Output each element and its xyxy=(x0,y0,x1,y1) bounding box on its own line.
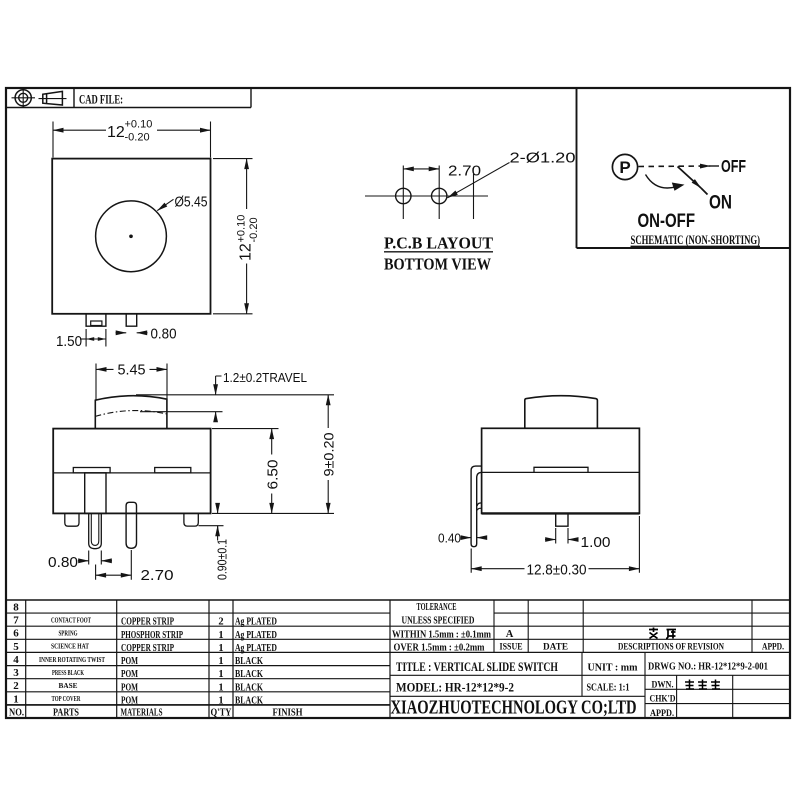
svg-text:6: 6 xyxy=(13,628,19,640)
svg-text:NO.: NO. xyxy=(9,707,24,718)
svg-text:4: 4 xyxy=(13,654,19,666)
svg-text:A: A xyxy=(506,629,514,640)
svg-text:DESCRIPTIONS OF REVISION: DESCRIPTIONS OF REVISION xyxy=(618,643,724,653)
svg-text:PHOSPHOR STRIP: PHOSPHOR STRIP xyxy=(121,630,183,641)
svg-text:BLACK: BLACK xyxy=(235,669,263,680)
svg-text:BLACK: BLACK xyxy=(235,656,263,667)
svg-text:DRWG NO.: HR-12*12*9-2-001: DRWG NO.: HR-12*12*9-2-001 xyxy=(648,662,768,673)
svg-text:2-Ø1.20: 2-Ø1.20 xyxy=(510,150,576,167)
svg-text:POM: POM xyxy=(121,682,138,693)
svg-text:SCHEMATIC (NON-SHORTING): SCHEMATIC (NON-SHORTING) xyxy=(631,233,761,247)
svg-text:OVER 1.5mm : ±0.2mm: OVER 1.5mm : ±0.2mm xyxy=(394,642,486,653)
svg-text:PARTS: PARTS xyxy=(53,706,79,718)
svg-text:1: 1 xyxy=(218,630,223,641)
svg-text:Ag PLATED: Ag PLATED xyxy=(235,643,277,654)
svg-text:9±0.20: 9±0.20 xyxy=(321,432,337,476)
svg-text:1: 1 xyxy=(13,693,19,705)
svg-text:1: 1 xyxy=(218,656,223,667)
svg-text:P.C.B LAYOUT: P.C.B LAYOUT xyxy=(384,234,493,253)
svg-text:ON-OFF: ON-OFF xyxy=(638,210,696,232)
svg-text:CHK'D: CHK'D xyxy=(650,694,676,704)
svg-text:Ø5.45: Ø5.45 xyxy=(175,194,208,211)
svg-text:WITHIN 1.5mm : ±0.1mm: WITHIN 1.5mm : ±0.1mm xyxy=(392,629,492,640)
svg-text:1: 1 xyxy=(218,643,223,654)
svg-text:TOLERANCE: TOLERANCE xyxy=(417,602,457,613)
svg-text:MATERIALS: MATERIALS xyxy=(121,706,163,718)
svg-text:7: 7 xyxy=(13,615,19,627)
svg-text:APPD.: APPD. xyxy=(762,643,784,653)
svg-text:BLACK: BLACK xyxy=(235,682,263,693)
svg-text:PRESS BLACK: PRESS BLACK xyxy=(52,668,84,677)
svg-text:2: 2 xyxy=(218,617,223,628)
svg-text:1.2±0.2TRAVEL: 1.2±0.2TRAVEL xyxy=(223,370,307,385)
svg-text:DATE: DATE xyxy=(543,643,568,653)
svg-text:SCALE: 1:1: SCALE: 1:1 xyxy=(587,682,630,693)
svg-text:12.8±0.30: 12.8±0.30 xyxy=(527,562,587,578)
svg-text:Q'TY: Q'TY xyxy=(211,707,232,718)
svg-text:POM: POM xyxy=(121,695,138,706)
svg-text:1: 1 xyxy=(218,695,223,706)
svg-text:3: 3 xyxy=(13,667,19,679)
svg-text:2.70: 2.70 xyxy=(141,567,174,584)
svg-text:UNLESS SPECIFIED: UNLESS SPECIFIED xyxy=(402,616,475,627)
svg-text:OFF: OFF xyxy=(721,156,746,176)
svg-text:1.50: 1.50 xyxy=(56,333,82,350)
svg-text:SCIENCE HAT: SCIENCE HAT xyxy=(51,642,89,651)
svg-text:-0.20: -0.20 xyxy=(125,132,150,144)
svg-text:6.50: 6.50 xyxy=(265,460,282,490)
svg-text:Ag PLATED: Ag PLATED xyxy=(235,630,277,641)
svg-text:COPPER STRIP: COPPER STRIP xyxy=(121,643,174,654)
svg-text:2.70: 2.70 xyxy=(448,163,481,180)
svg-text:1.00: 1.00 xyxy=(581,534,611,551)
svg-text:UNIT : mm: UNIT : mm xyxy=(588,662,638,673)
svg-text:0.40: 0.40 xyxy=(438,530,461,545)
svg-text:CONTACT FOOT: CONTACT FOOT xyxy=(51,616,91,625)
svg-text:COPPER STRIP: COPPER STRIP xyxy=(121,617,174,628)
svg-text:ON: ON xyxy=(709,193,732,214)
svg-text:TITLE : VERTICAL SLIDE SWITCH: TITLE : VERTICAL SLIDE SWITCH xyxy=(396,659,558,674)
svg-text:XIAOZHUOTECHNOLOGY CO;LTD: XIAOZHUOTECHNOLOGY CO;LTD xyxy=(391,696,637,718)
svg-text:12+0.10-0.20: 12+0.10-0.20 xyxy=(236,215,261,261)
svg-text:FINISH: FINISH xyxy=(273,706,303,718)
svg-text:1: 1 xyxy=(218,669,223,680)
svg-text:0.80: 0.80 xyxy=(48,554,78,571)
svg-text:POM: POM xyxy=(121,656,138,667)
svg-text:12: 12 xyxy=(107,124,125,141)
svg-text:BOTTOM VIEW: BOTTOM VIEW xyxy=(384,254,491,273)
svg-text:SPRING: SPRING xyxy=(59,629,78,638)
svg-text:1: 1 xyxy=(218,682,223,693)
svg-text:0.90±0.1: 0.90±0.1 xyxy=(215,539,230,580)
svg-text:5.45: 5.45 xyxy=(118,361,146,378)
svg-text:P: P xyxy=(619,158,630,177)
svg-text:APPD.: APPD. xyxy=(650,709,674,719)
svg-text:5: 5 xyxy=(13,641,19,653)
svg-text:8: 8 xyxy=(13,602,19,614)
svg-text:0.80: 0.80 xyxy=(151,326,177,343)
svg-text:INNER ROTATING TWIST: INNER ROTATING TWIST xyxy=(39,655,105,664)
svg-text:Ag PLATED: Ag PLATED xyxy=(235,617,277,628)
svg-text:ISSUE: ISSUE xyxy=(500,643,523,653)
svg-text:DWN.: DWN. xyxy=(652,680,674,690)
svg-text:POM: POM xyxy=(121,669,138,680)
svg-text:BLACK: BLACK xyxy=(235,695,263,706)
svg-text:BASE: BASE xyxy=(59,681,78,690)
svg-text:2: 2 xyxy=(13,680,19,692)
svg-text:+0.10: +0.10 xyxy=(125,118,153,130)
svg-text:MODEL: HR-12*12*9-2: MODEL: HR-12*12*9-2 xyxy=(396,679,514,694)
svg-text:CAD FILE:: CAD FILE: xyxy=(79,93,123,107)
svg-text:TOP COVER: TOP COVER xyxy=(52,694,81,703)
